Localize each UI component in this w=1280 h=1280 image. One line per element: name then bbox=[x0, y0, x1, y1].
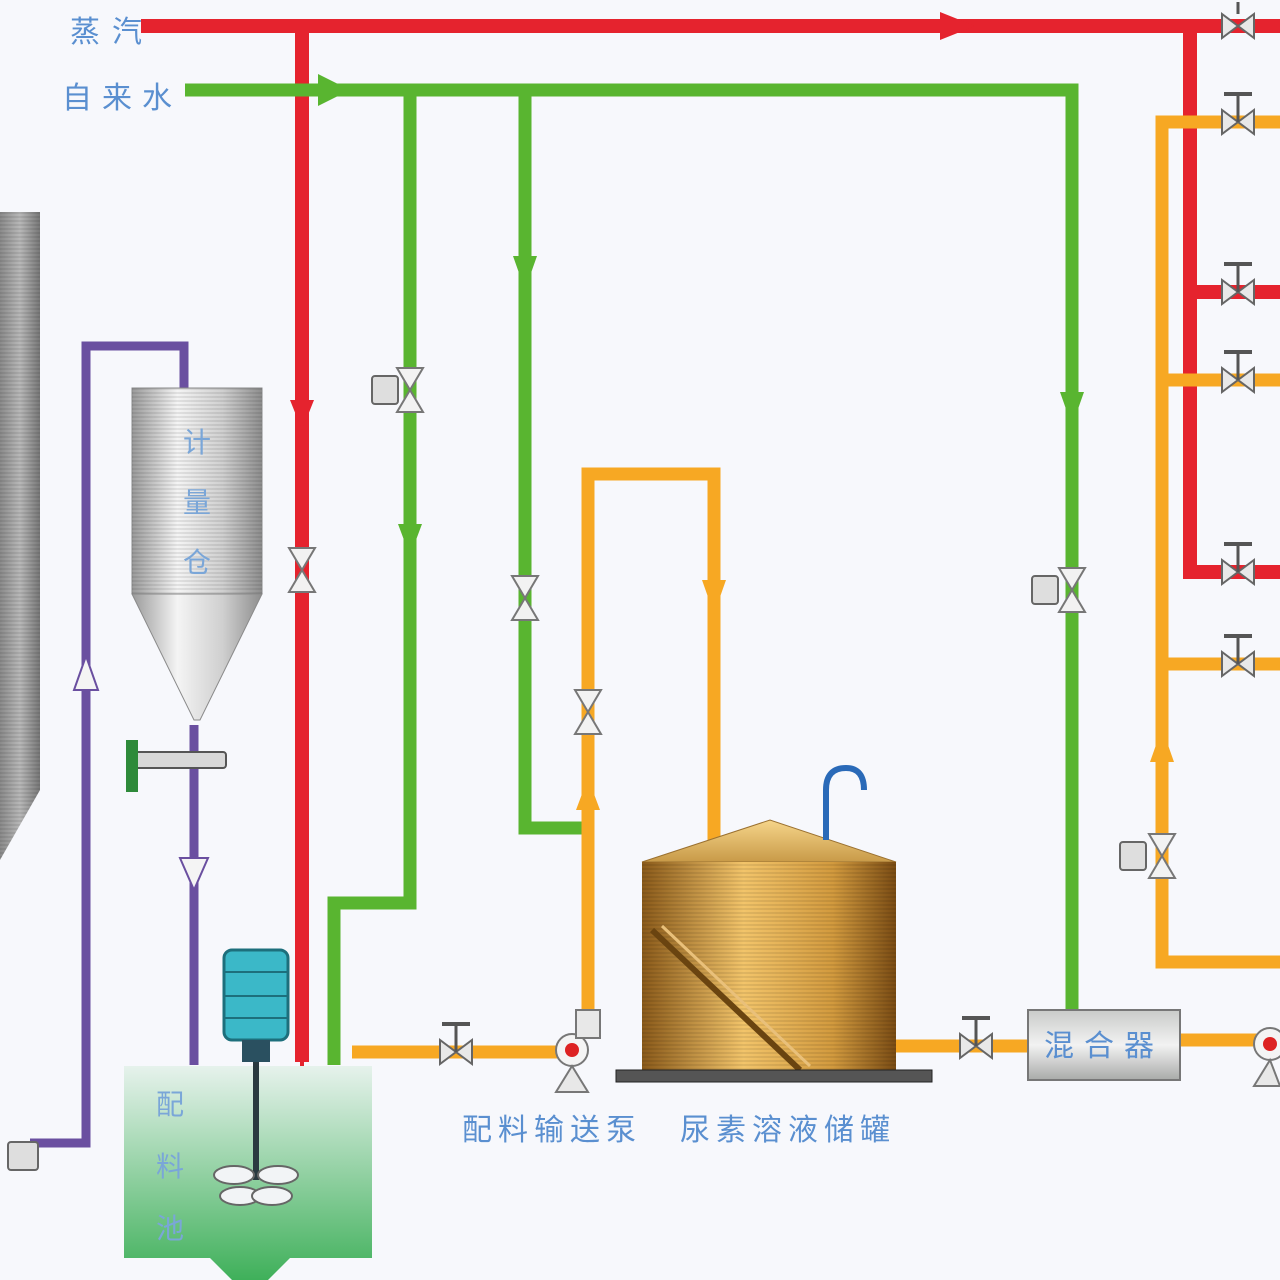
mixer bbox=[1027, 1009, 1181, 1081]
water-line bbox=[185, 83, 1079, 1065]
svg-text:计: 计 bbox=[183, 426, 211, 459]
agitator-motor-icon bbox=[213, 948, 299, 1206]
urea-storage-tank bbox=[615, 764, 933, 1083]
batching-pump-label: 配料输送泵 bbox=[462, 1113, 642, 1148]
svg-text:配: 配 bbox=[156, 1088, 184, 1121]
svg-text:池: 池 bbox=[156, 1212, 184, 1245]
flow-arrow-icon bbox=[72, 12, 1174, 893]
urea-storage-tank-label: 尿素溶液储罐 bbox=[680, 1113, 896, 1148]
steam-line bbox=[141, 19, 1280, 1062]
pump-icon[interactable] bbox=[554, 1009, 601, 1093]
pump-icon[interactable] bbox=[1252, 1027, 1280, 1087]
material-line bbox=[30, 341, 199, 1148]
svg-text:仓: 仓 bbox=[183, 546, 211, 579]
metering-bin bbox=[131, 387, 263, 721]
tap-water-label: 自来水 bbox=[62, 81, 182, 116]
ball-valve-icon[interactable] bbox=[287, 367, 1177, 879]
gate-valve-icon[interactable] bbox=[126, 740, 227, 792]
svg-text:量: 量 bbox=[183, 486, 211, 519]
valve-icon[interactable] bbox=[439, 2, 1255, 1066]
storage-silo bbox=[0, 212, 40, 860]
svg-text:料: 料 bbox=[156, 1150, 184, 1183]
steam-label: 蒸汽 bbox=[70, 15, 154, 50]
actuator-icon bbox=[7, 375, 1147, 1171]
metering-bin-label: 计 量 仓 bbox=[183, 426, 211, 579]
mixer-label: 混合器 bbox=[1044, 1029, 1164, 1064]
batching-tank-label: 配 料 池 bbox=[156, 1088, 184, 1245]
